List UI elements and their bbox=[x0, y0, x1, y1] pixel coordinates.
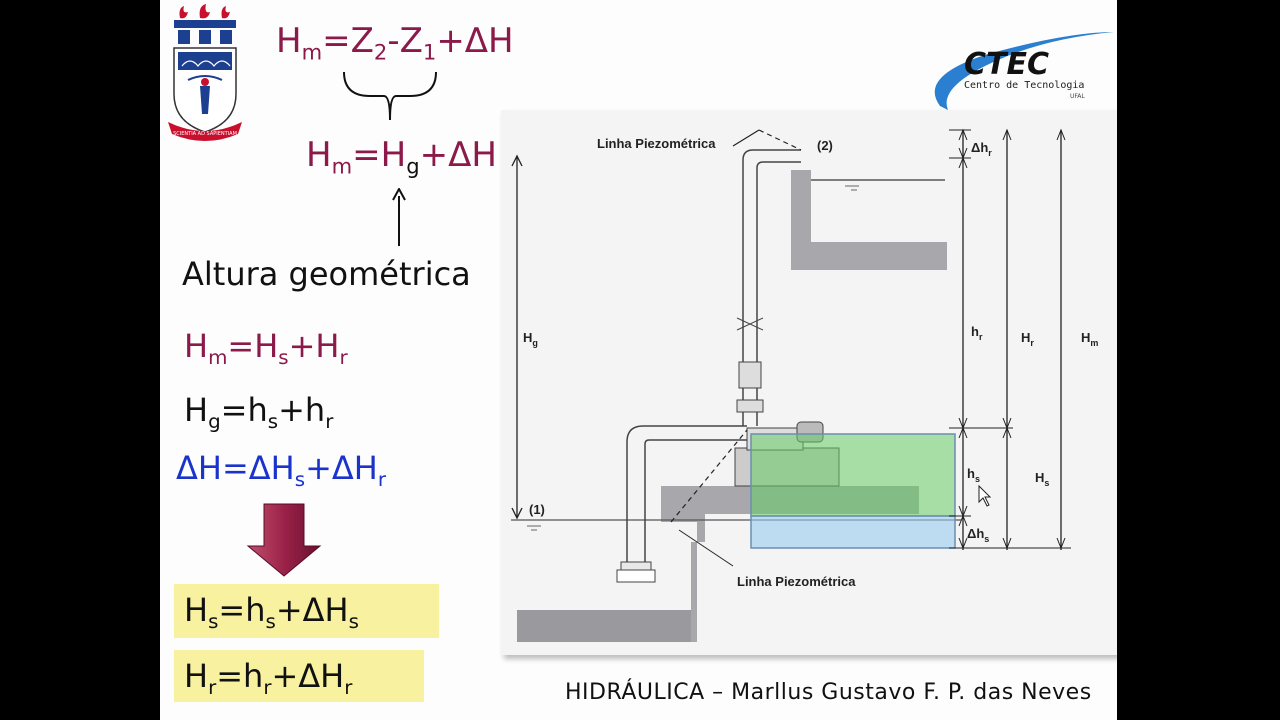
point-2-label: (2) bbox=[817, 138, 833, 153]
down-arrow-icon bbox=[246, 503, 322, 577]
Hr-label: Hr bbox=[1021, 330, 1034, 348]
equation-hm-z: Hm=Z2-Z1+ΔH bbox=[276, 21, 514, 65]
university-crest-logo: SCIENTIA AD SAPIENTIAM bbox=[168, 4, 242, 141]
ctec-title: CTEC bbox=[964, 47, 1049, 82]
equation-hm-hg: Hm=Hg+ΔH bbox=[306, 135, 497, 179]
curly-brace bbox=[343, 71, 437, 121]
highlight-box-hr bbox=[174, 650, 424, 702]
Hm-label: Hm bbox=[1081, 330, 1098, 348]
hg-label: Hg bbox=[523, 330, 538, 348]
hr-label: hr bbox=[971, 324, 983, 342]
equation-hs-box: Hs=hs+ΔHs bbox=[184, 591, 359, 633]
ctec-subtitle: Centro de Tecnologia bbox=[964, 80, 1084, 91]
Hs-label: Hs bbox=[1035, 470, 1049, 488]
ctec-logo: CTEC Centro de Tecnologia UFAL bbox=[934, 32, 1114, 110]
linha-piezometrica-bottom-label: Linha Piezométrica bbox=[737, 574, 856, 589]
mouse-cursor-icon bbox=[978, 484, 992, 507]
equation-delta-h: ΔH=ΔHs+ΔHr bbox=[176, 449, 386, 491]
slide: SCIENTIA AD SAPIENTIAM Hm=Z2-Z1+ΔH Hm=Hg… bbox=[160, 0, 1117, 720]
equation-hg-hs-hr: Hg=hs+hr bbox=[184, 391, 334, 433]
ctec-org: UFAL bbox=[1070, 93, 1085, 100]
equation-hm-hs-hr: Hm=Hs+Hr bbox=[184, 327, 348, 369]
delta-hr-label: Δhr bbox=[971, 140, 992, 158]
up-arrow bbox=[392, 188, 406, 246]
point-1-label: (1) bbox=[529, 502, 545, 517]
delta-hs-label: Δhs bbox=[967, 526, 989, 544]
crest-motto: SCIENTIA AD SAPIENTIAM bbox=[173, 131, 237, 137]
footer-credit: HIDRÁULICA – Marllus Gustavo F. P. das N… bbox=[565, 680, 1092, 705]
linha-piezometrica-top-label: Linha Piezométrica bbox=[597, 136, 716, 151]
altura-geometrica-label: Altura geométrica bbox=[182, 255, 471, 293]
equation-hr-box: Hr=hr+ΔHr bbox=[184, 657, 353, 699]
hs-label: hs bbox=[967, 466, 980, 484]
highlight-box-hs bbox=[174, 584, 439, 638]
pump-system-diagram: Linha Piezométrica (2) (1) Linha Piezomé… bbox=[501, 110, 1117, 655]
